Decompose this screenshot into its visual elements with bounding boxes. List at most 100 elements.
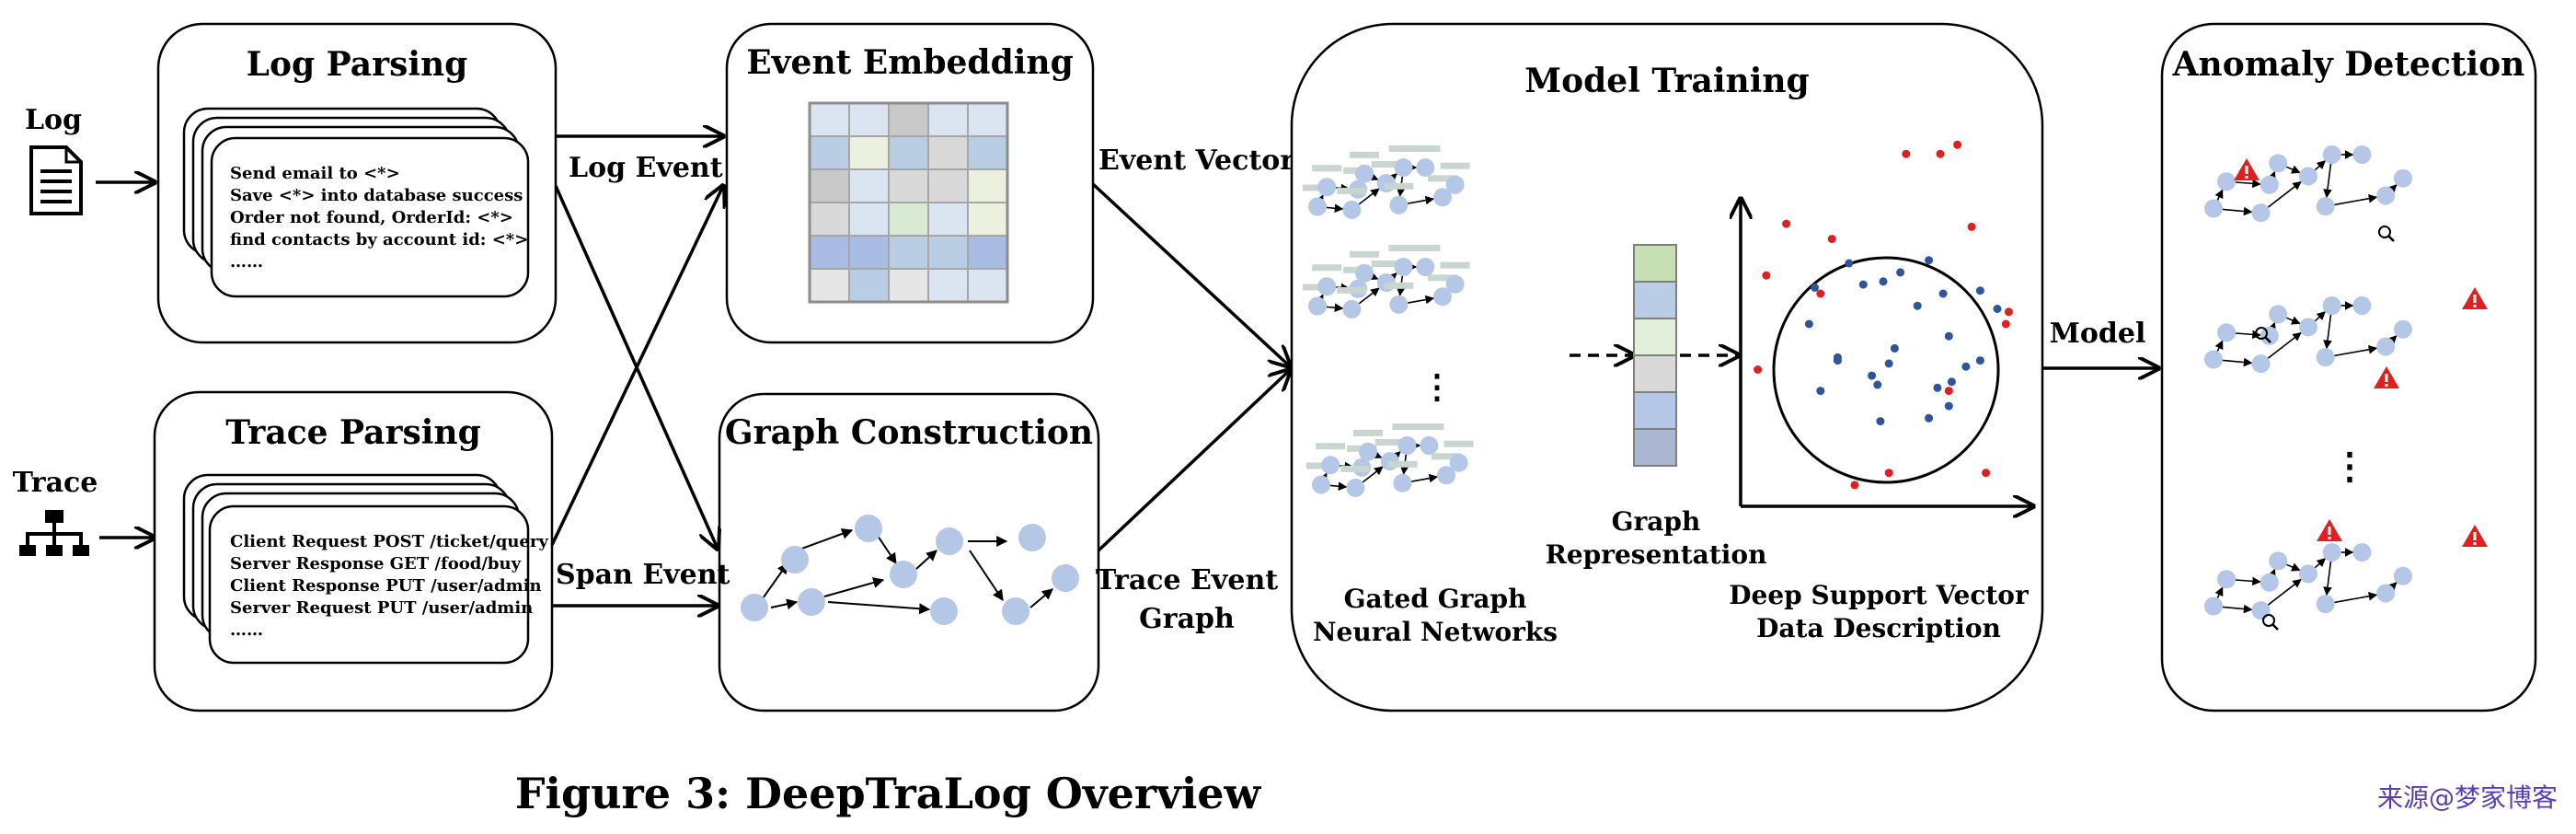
node-attribute-tag [1312,165,1342,172]
node-attribute-tag [1432,453,1461,460]
magnifier-icon [2378,226,2395,242]
graph-node [1321,456,1340,475]
graph-node [2260,326,2279,345]
node-attribute-tag [1428,274,1457,282]
warning-icon [2462,525,2488,547]
magnifier-icon [2255,327,2271,343]
graph-node [2260,175,2279,194]
graph-node [2316,348,2335,367]
node-attribute-tag [1384,182,1414,190]
representation-cell [1633,281,1677,319]
graph-node [2376,186,2396,205]
embedding-cell [848,168,890,203]
figure-caption: Figure 3: DeepTraLog Overview [514,769,1261,818]
embedding-cell [927,168,969,203]
graph-node [2217,172,2237,191]
graph-node [1355,263,1374,283]
graph-node [1018,524,1046,551]
graph-node [2269,154,2288,173]
graph-node [781,546,809,573]
ggnn-label-line1: Gated Graph [1344,584,1527,614]
warning-icon [2462,287,2488,309]
graph-node [1433,287,1452,307]
graph-node [2376,337,2396,356]
graph-node [1416,158,1435,177]
mini-graph [1306,423,1474,497]
anomaly-point [1850,481,1859,490]
anomaly-point [1762,271,1771,280]
graph-node [741,594,768,621]
svdd-hypersphere [1772,256,2000,484]
normal-point [1833,356,1842,365]
graph-node [2393,566,2412,585]
embedding-cell [888,202,929,237]
warning-icon [2317,519,2342,541]
graph-node [2393,168,2412,188]
trace-to-embedding-arrow [550,186,723,546]
graph-node [2269,551,2288,571]
normal-point [1873,380,1882,389]
watermark: 来源@梦家博客 [2376,782,2558,813]
embedding-cell [809,168,850,203]
anomaly-detection-box [2160,22,2537,712]
node-attribute-tag [1388,245,1419,251]
trace-span: Server Response GET /food/buy [230,554,522,573]
trace-event-graph-label-line1: Trace Event [1096,564,1278,597]
embedding-cell [848,102,890,137]
graph-node [2217,570,2237,589]
graph-node [930,597,958,625]
embedding-cell [809,268,850,303]
trace-span: Client Response PUT /user/admin [230,576,542,596]
graph-node [1449,453,1468,472]
node-attribute-tag [1306,462,1336,469]
graph-node [1002,597,1029,625]
embedding-cell [967,268,1008,303]
anomaly-graph-list [2204,145,2488,631]
embedding-cell [848,268,890,303]
node-attribute-tag [1337,286,1367,294]
embedding-cell [967,135,1008,170]
representation-cell [1633,318,1677,356]
graph-node [1308,296,1327,316]
mini-graph [1303,145,1470,219]
warning-icon [2374,366,2399,388]
graph-node [798,588,825,616]
node-attribute-tag [1410,245,1441,251]
embedding-cell [809,235,850,270]
node-attribute-tag [1392,423,1422,430]
normal-point [1890,343,1899,353]
node-attribute-tag [1371,261,1401,267]
normal-point [1913,301,1922,310]
graph-node [2352,145,2372,164]
anomaly-point [1982,469,1991,478]
graph-node [1359,442,1377,461]
graph-node [1308,197,1327,216]
anomaly-point [1884,469,1893,478]
dsvdd-label-line2: Data Description [1756,613,2001,643]
graph-representation-vector [1633,244,1677,467]
anomaly-detection-title: Anomaly Detection [2172,45,2525,84]
embedding-cell [927,202,969,237]
log-template: Send email to <*> [230,164,400,183]
embedding-cell [927,235,969,270]
node-attribute-tag [1303,284,1332,291]
embedding-cell [809,202,850,237]
log-parsing-title: Log Parsing [247,45,468,84]
trace-input-label: Trace [13,467,98,499]
graph-node [2204,199,2223,218]
graph-node [1317,277,1337,296]
graph-node [1420,436,1439,455]
event-vector-label: Event Vector [1098,145,1295,177]
mini-graph [2204,296,2412,374]
anomaly-point [1936,149,1945,158]
node-attribute-tag [1440,162,1470,169]
trace-span: …… [230,620,263,640]
graph-repr-label-line1: Graph [1612,506,1701,537]
graph-node [1355,164,1374,183]
graph-node [1445,175,1465,194]
anomaly-point [1967,222,1976,231]
normal-point [1938,289,1948,298]
graph-node [2322,296,2341,315]
event-vector-arrow [1091,182,1290,366]
